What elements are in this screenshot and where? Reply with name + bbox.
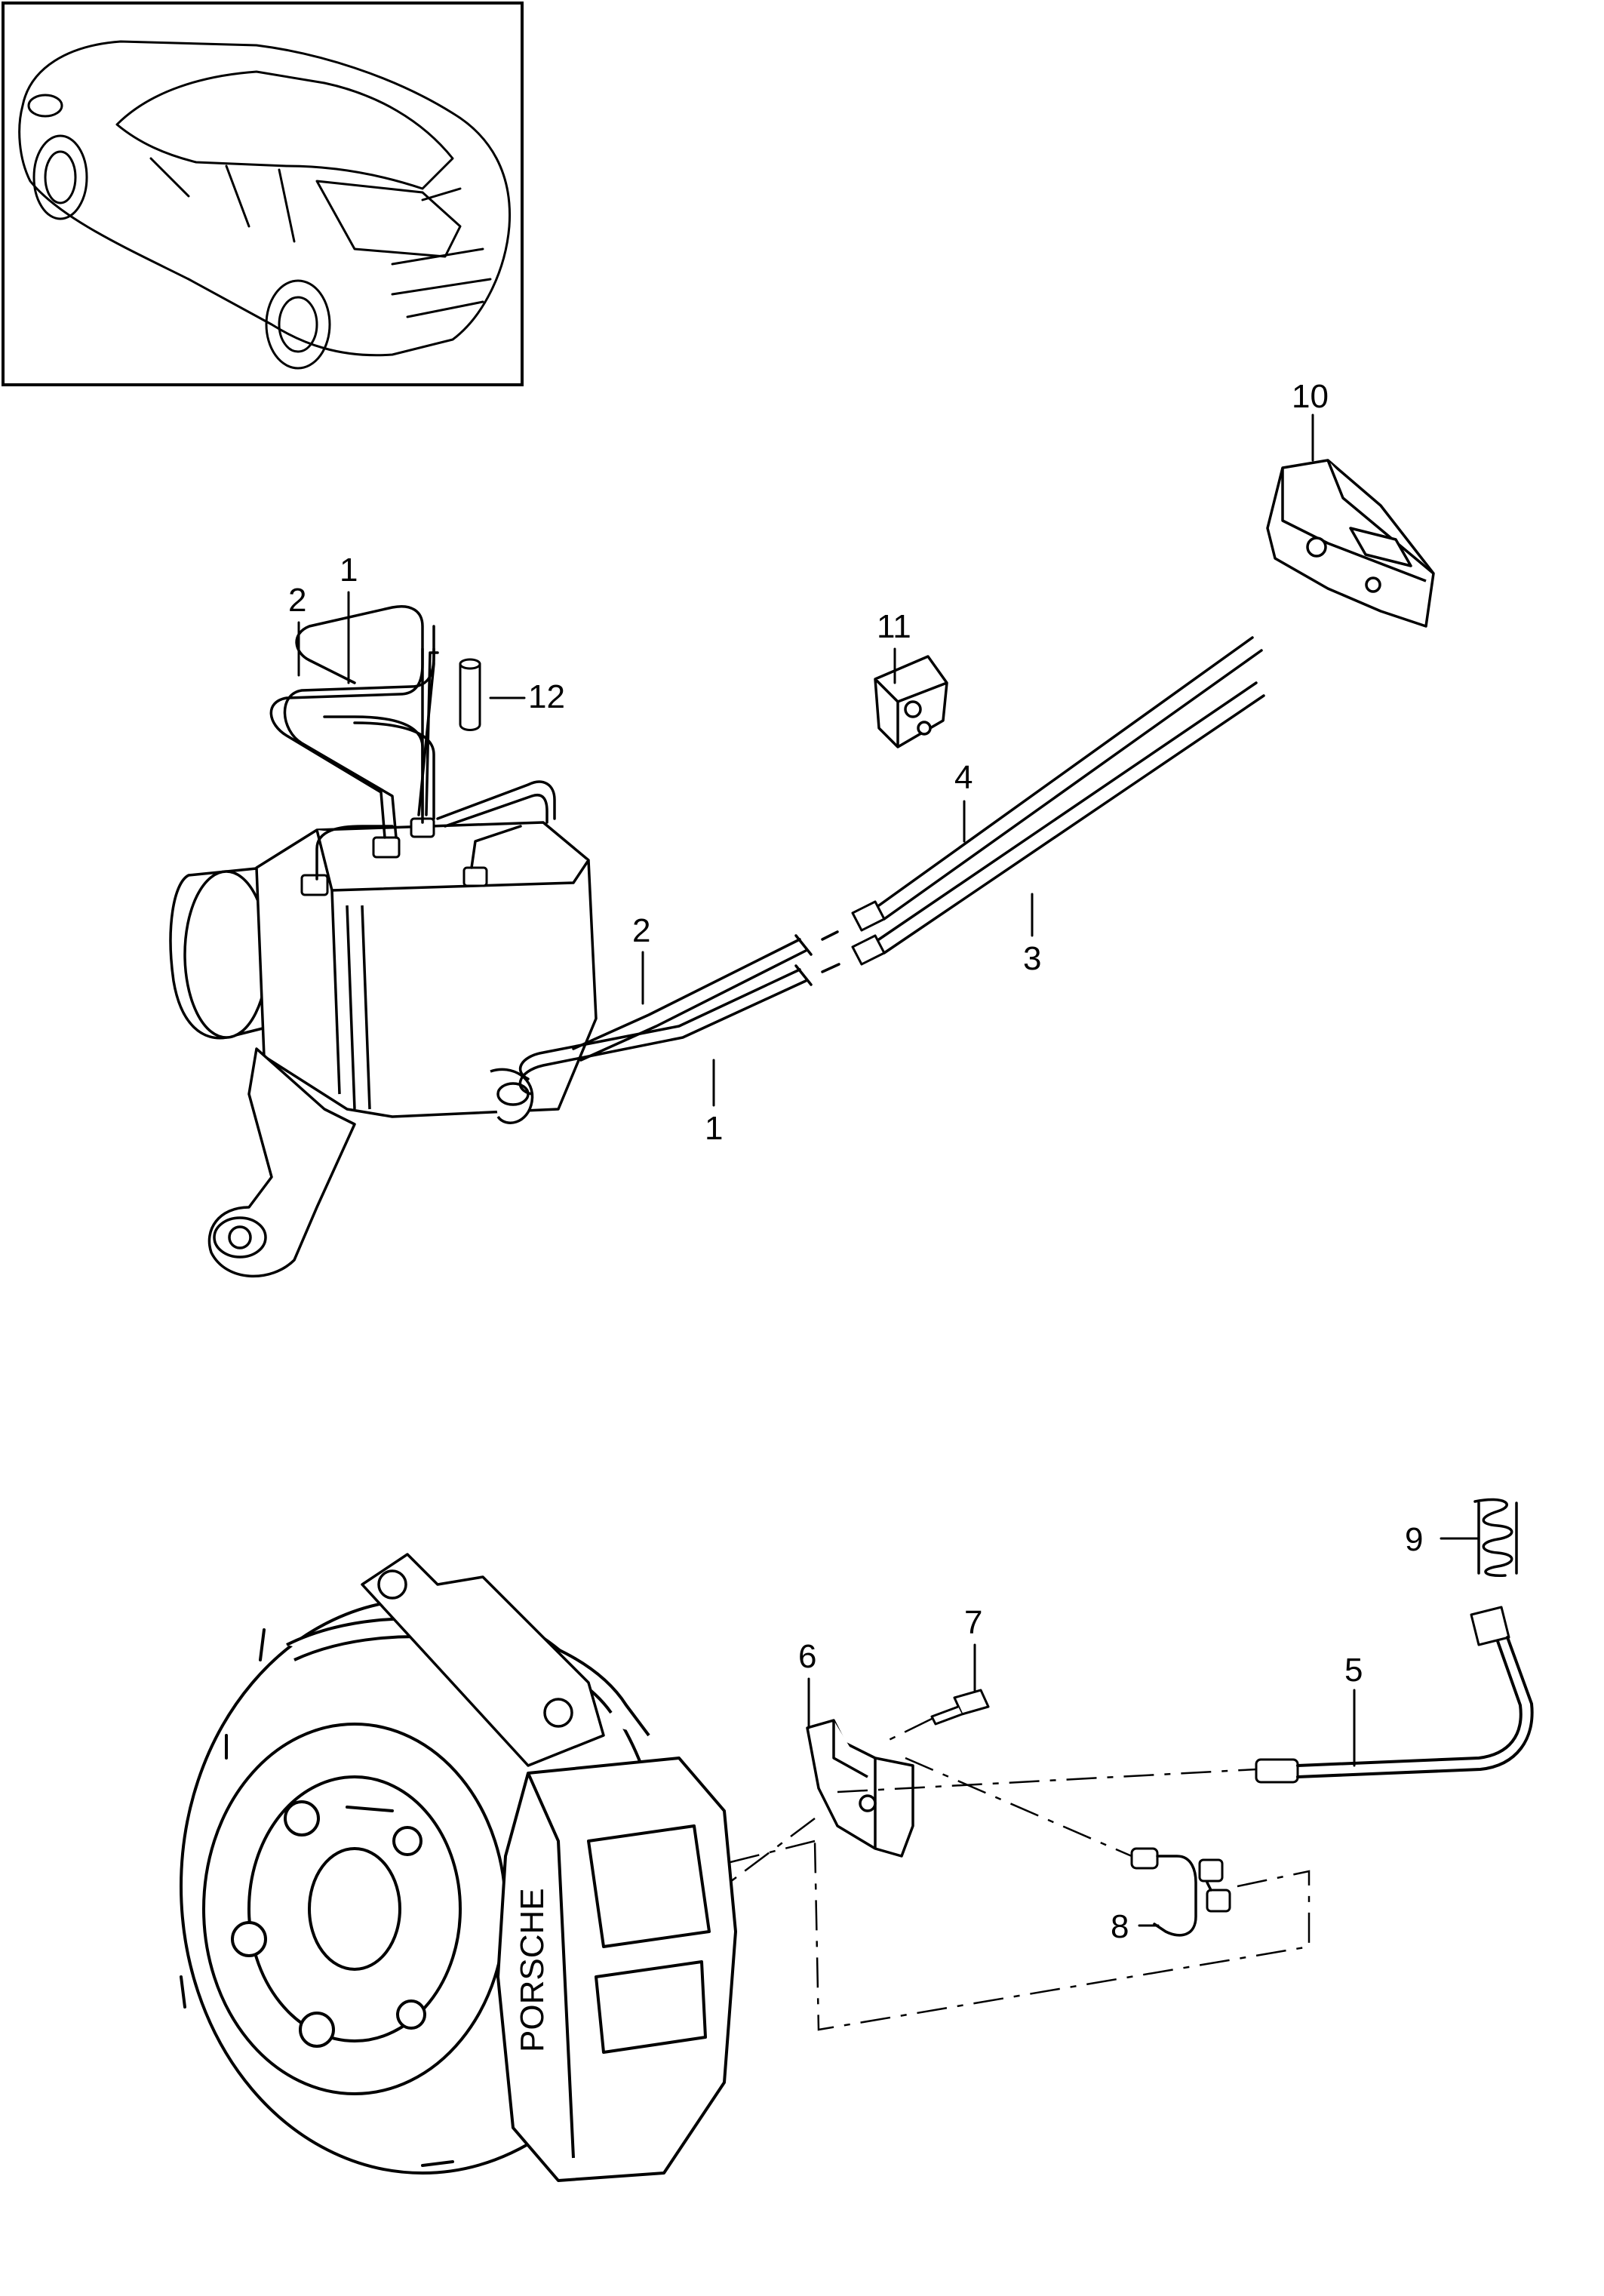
- callout-3: 3: [1023, 940, 1041, 977]
- bracket-part-6: [806, 1719, 914, 1858]
- upper-brake-lines: [269, 605, 556, 881]
- callout-6: 6: [798, 1638, 816, 1675]
- callout-5: 5: [1344, 1652, 1363, 1689]
- spring-part-9: [1473, 1498, 1518, 1577]
- leader-lines: [297, 413, 1480, 1927]
- caliper-logo-text: PORSCHE: [514, 1888, 551, 2052]
- clip-part-11: [874, 655, 948, 748]
- callout-10: 10: [1292, 378, 1329, 415]
- callout-labels: 1 2 12 11 10 4 3 2 1 6 7 5 9 8: [288, 378, 1423, 1945]
- long-brake-lines: [518, 636, 1265, 1096]
- vehicle-thumbnail: [2, 2, 524, 386]
- callout-12: 12: [528, 678, 565, 715]
- sensor-part-8: [1130, 1847, 1231, 1937]
- callout-8: 8: [1111, 1908, 1129, 1945]
- hydraulic-unit: [169, 817, 598, 1278]
- brake-disc-assembly: PORSCHE: [180, 1553, 737, 2182]
- callout-9: 9: [1405, 1521, 1423, 1558]
- assembly-dash-lines: [724, 1717, 1311, 2031]
- sleeve-part-12: [459, 658, 481, 731]
- bolt-part-7: [930, 1689, 990, 1726]
- callout-7: 7: [964, 1604, 982, 1641]
- callout-2-upper: 2: [288, 582, 306, 619]
- callout-4: 4: [954, 759, 973, 796]
- callout-2-lower: 2: [632, 912, 650, 949]
- brake-hose-part-5: [1255, 1606, 1534, 1784]
- callout-1-lower: 1: [705, 1110, 723, 1147]
- callout-11: 11: [877, 608, 911, 645]
- holder-part-10: [1266, 459, 1435, 628]
- callout-1-upper: 1: [340, 552, 358, 589]
